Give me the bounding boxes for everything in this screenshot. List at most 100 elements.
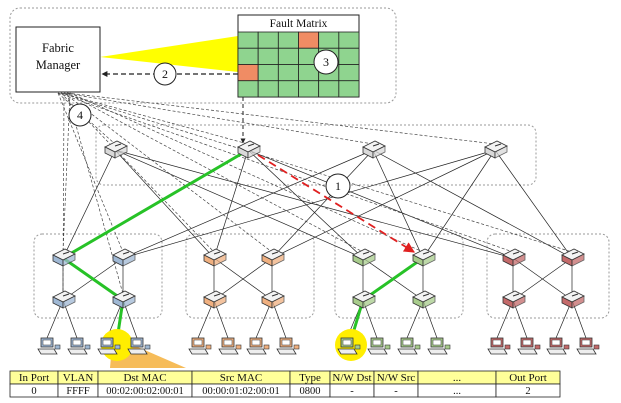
- flow-table-header-label: N/W Src: [377, 372, 416, 384]
- core-layer-box: [95, 124, 537, 186]
- highlighted-paths: [60, 148, 424, 341]
- host-computer-icon: [188, 337, 212, 355]
- flow-table-header-label: In Port: [19, 372, 49, 384]
- control-links: [57, 92, 573, 295]
- fault-matrix-cell: [338, 31, 360, 49]
- hosts: [37, 337, 600, 355]
- svg-text:2: 2: [162, 67, 168, 81]
- flow-table-cell: [495, 383, 561, 398]
- core-agg-link: [494, 149, 573, 259]
- control-link: [57, 92, 116, 145]
- core-switch-icon: [104, 140, 128, 159]
- control-link: [60, 92, 249, 145]
- svg-text:3: 3: [323, 55, 329, 69]
- core-switch-icon: [484, 140, 508, 159]
- faulty-route: [257, 154, 415, 253]
- edge-switch-icon: [412, 290, 436, 309]
- fault-matrix-beam: [100, 36, 238, 72]
- fabric-manager: Fabric Manager: [15, 26, 101, 93]
- core-agg-link: [62, 149, 116, 259]
- host-computer-icon: [367, 337, 391, 355]
- fault-matrix-cell: [237, 31, 259, 49]
- svg-text:1: 1: [335, 179, 341, 193]
- fault-matrix-cell: [318, 31, 340, 49]
- host-computer-icon: [218, 337, 242, 355]
- core-agg-link: [213, 149, 249, 259]
- fabric-manager-label-line1: Fabric: [42, 41, 74, 55]
- fault-matrix-cell: [338, 64, 360, 82]
- fault-matrix-cell: [237, 47, 259, 65]
- fault-matrix-cell: [257, 64, 279, 82]
- control-link: [63, 92, 273, 253]
- fabric-manager-box: [15, 26, 101, 93]
- fault-matrix-cell: [277, 64, 299, 82]
- core-switch-icon: [237, 140, 261, 159]
- host-computer-icon: [397, 337, 421, 355]
- control-link: [66, 92, 496, 145]
- pod-box-3: [334, 233, 464, 319]
- flow-table-value: 00:02:00:02:00:01: [106, 386, 184, 397]
- switches: [52, 140, 585, 309]
- flow-table-value: -: [394, 386, 398, 397]
- fault-matrix-cell: [257, 31, 279, 49]
- fault-matrix-cell-faulty: [237, 64, 259, 82]
- fault-matrix-cell: [338, 47, 360, 65]
- aggregation-switch-icon: [352, 248, 376, 267]
- edge-switch-icon: [352, 290, 376, 309]
- host-computer-icon: [276, 337, 300, 355]
- flow-table-header-label: Out Port: [509, 372, 547, 384]
- core-switch-icon: [362, 140, 386, 159]
- core-agg-link: [114, 149, 215, 259]
- aggregation-switch-icon: [52, 248, 76, 267]
- edge-switch-icon: [112, 290, 136, 309]
- flow-table-header-label: Type: [299, 372, 321, 384]
- core-agg-link: [247, 149, 364, 259]
- host-computer-icon: [37, 337, 61, 355]
- fault-matrix-cell: [257, 80, 279, 98]
- core-agg-link: [247, 149, 514, 259]
- edge-switch-icon: [203, 290, 227, 309]
- host-computer-icon: [517, 337, 541, 355]
- edge-switch-icon: [502, 290, 526, 309]
- host-computer-icon: [67, 337, 91, 355]
- flow-table-header-label: N/W Dst: [332, 372, 371, 384]
- host-computer-icon: [487, 337, 511, 355]
- links: [46, 149, 587, 339]
- fault-matrix-cell: [277, 31, 299, 49]
- core-agg-link: [372, 149, 424, 259]
- fault-matrix-cell: [318, 80, 340, 98]
- core-agg-link: [122, 149, 374, 259]
- edge-switch-icon: [561, 290, 585, 309]
- flow-table-header-label: VLAN: [63, 372, 94, 384]
- control-link: [62, 92, 71, 253]
- aggregation-switch-icon: [203, 248, 227, 267]
- flow-table-value: 0800: [300, 386, 321, 397]
- core-agg-link: [271, 149, 496, 259]
- core-agg-link: [114, 149, 514, 259]
- aggregation-switch-icon: [502, 248, 526, 267]
- control-link: [60, 92, 573, 253]
- edge-switch-icon: [261, 290, 285, 309]
- flow-table-header-label: Dst MAC: [123, 372, 166, 384]
- core-agg-link: [372, 149, 573, 259]
- host-computer-icon: [337, 337, 361, 355]
- core-agg-link: [122, 149, 496, 259]
- flow-table-value: 00:00:01:02:00:01: [202, 386, 280, 397]
- host-computer-icon: [97, 337, 121, 355]
- flow-table-header-label: ...: [453, 372, 462, 384]
- fault-matrix-cell: [257, 47, 279, 65]
- step-3-marker: 3: [313, 49, 339, 75]
- flow-table-value: 0: [31, 386, 36, 397]
- core-agg-link: [422, 149, 496, 259]
- step-2-marker: 2: [153, 62, 177, 86]
- aggregation-switch-icon: [112, 248, 136, 267]
- fault-matrix-cell: [298, 80, 320, 98]
- agg-edge-link: [213, 257, 273, 301]
- source-path: [60, 148, 249, 341]
- flow-table-header-label: Src MAC: [220, 372, 262, 384]
- pod-box-4: [486, 233, 610, 319]
- flow-table-value: -: [350, 386, 354, 397]
- control-link: [57, 92, 124, 253]
- host-computer-icon: [546, 337, 570, 355]
- aggregation-switch-icon: [261, 248, 285, 267]
